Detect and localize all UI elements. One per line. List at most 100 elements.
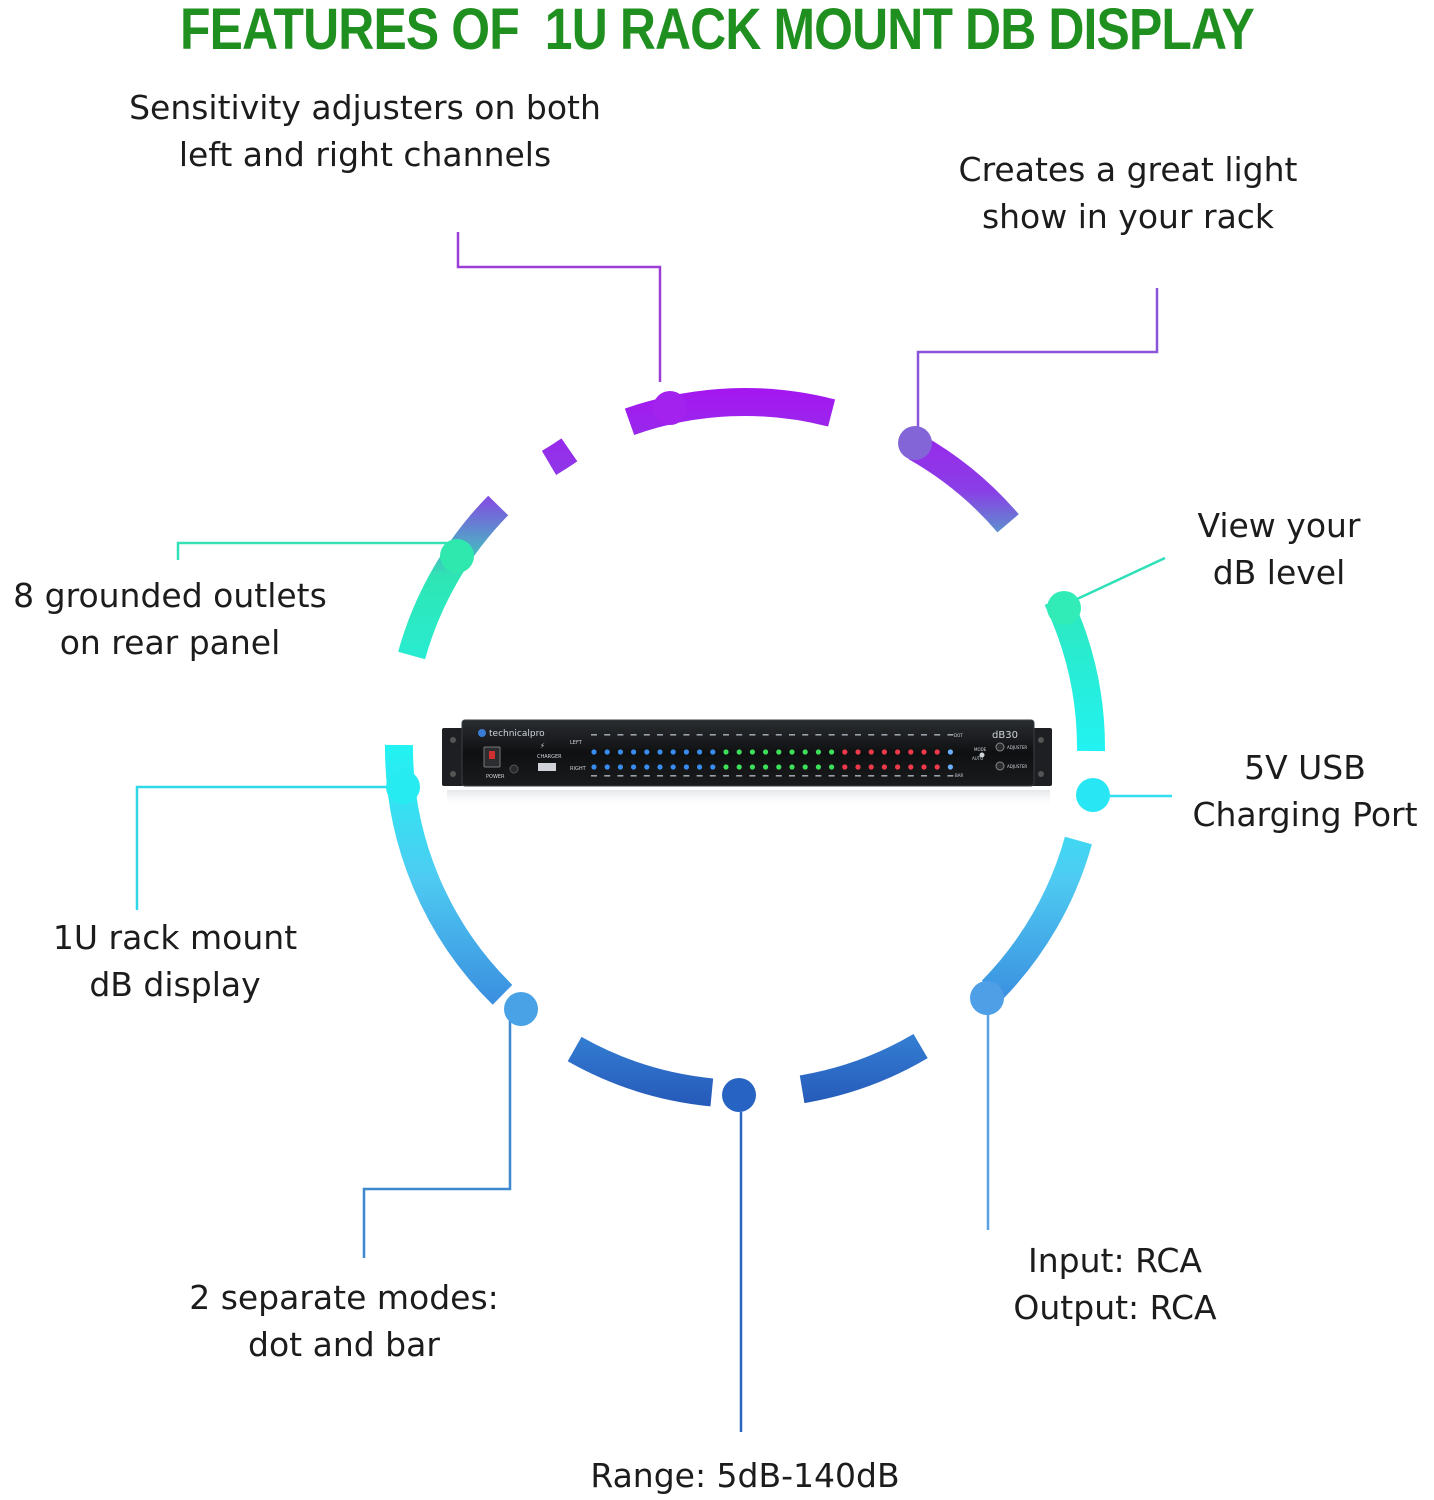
led-scale-tick: [868, 775, 875, 777]
led-dot: [908, 764, 914, 770]
led-dot: [829, 749, 835, 755]
led-scale-tick: [815, 734, 822, 736]
dot-io: [970, 981, 1004, 1015]
led-scale-tick: [762, 775, 769, 777]
ring-segment: [908, 434, 1019, 533]
led-dot: [868, 764, 874, 770]
led-dot: [710, 749, 716, 755]
led-meter: [591, 734, 954, 777]
led-dot: [895, 749, 901, 755]
led-scale-tick: [894, 775, 901, 777]
mode-label: MODE: [974, 747, 987, 752]
led-dot: [829, 764, 835, 770]
led-scale-tick: [828, 734, 835, 736]
feature-line: dB display: [89, 965, 261, 1004]
led-dot: [736, 749, 742, 755]
led-scale-tick: [947, 775, 954, 777]
led-scale-tick: [894, 734, 901, 736]
led-scale-tick: [736, 734, 743, 736]
led-scale-tick: [921, 775, 927, 777]
left-channel-label: LEFT: [570, 740, 583, 746]
led-scale-tick: [855, 734, 861, 736]
right-adjuster-label: ADJUSTER: [1007, 764, 1027, 769]
feature-line: Input: RCA: [1028, 1241, 1202, 1280]
feature-range: Range: 5dB-140dB: [560, 1452, 930, 1499]
led-scale-tick: [749, 775, 756, 777]
led-scale-tick: [841, 734, 848, 736]
led-dot: [895, 764, 901, 770]
led-dot: [697, 749, 703, 755]
auto-label: AUTO: [972, 756, 983, 761]
led-scale-tick: [604, 775, 611, 777]
ring-segment: [799, 1033, 928, 1104]
led-dot: [604, 764, 610, 770]
led-scale-tick: [617, 734, 624, 736]
led-dot: [763, 749, 769, 755]
led-dot: [947, 764, 954, 770]
led-scale-tick: [934, 775, 941, 777]
led-dot: [921, 764, 927, 770]
feature-io: Input: RCA Output: RCA: [990, 1237, 1240, 1331]
led-scale-tick: [921, 734, 927, 736]
feature-db-level: View your dB level: [1176, 502, 1382, 596]
led-dot: [631, 749, 637, 755]
led-dot: [776, 749, 782, 755]
feature-line: View your: [1197, 506, 1361, 545]
left-adjuster-knob[interactable]: [995, 742, 1005, 752]
callout-line-rack-mount: [135, 785, 392, 910]
dot-modes: [504, 992, 538, 1026]
device-model: dB30: [992, 730, 1018, 741]
page-title: FEATURES OF 1U RACK MOUNT DB DISPLAY: [180, 0, 1255, 62]
led-scale-tick: [934, 734, 941, 736]
left-adjuster-label: ADJUSTER: [1007, 745, 1027, 750]
led-dot: [631, 764, 637, 770]
led-dot: [789, 764, 795, 770]
led-dot: [789, 749, 795, 755]
feature-line: dot and bar: [248, 1325, 440, 1364]
led-dot: [934, 749, 940, 755]
ring-segment: [398, 495, 509, 660]
right-adjuster-knob[interactable]: [995, 761, 1005, 771]
led-dot: [855, 749, 861, 755]
feature-line: show in your rack: [981, 197, 1275, 236]
feature-line: on rear panel: [59, 623, 281, 662]
feature-line: left and right channels: [178, 135, 552, 174]
led-scale-tick: [670, 775, 677, 777]
feature-line: Charging Port: [1192, 795, 1418, 834]
led-scale-tick: [630, 775, 637, 777]
led-scale-tick: [709, 734, 716, 736]
led-dot: [683, 749, 690, 755]
led-dot: [591, 764, 597, 770]
callout-line-outlets: [176, 541, 448, 560]
led-scale-tick: [907, 775, 914, 777]
callout-line-db-level: [1074, 556, 1166, 602]
led-dot: [802, 764, 808, 770]
led-dot: [881, 764, 888, 770]
ring-segment: [624, 387, 836, 436]
led-scale-tick: [749, 734, 756, 736]
feature-outlets: 8 grounded outlets on rear panel: [0, 572, 340, 666]
led-dot: [776, 764, 782, 770]
led-dot: [657, 764, 663, 770]
usb-port[interactable]: [538, 763, 556, 771]
led-dot: [802, 749, 808, 755]
led-scale-tick: [868, 734, 875, 736]
rack-unit-image: technicalpro POWER ⚡ CHARGER LEFT RIGHT …: [442, 719, 1052, 808]
led-scale-tick: [736, 775, 743, 777]
power-label: POWER: [486, 774, 505, 780]
feature-line: 5V USB: [1244, 748, 1366, 787]
led-scale-tick: [881, 734, 888, 736]
feature-rack-mount: 1U rack mount dB display: [30, 914, 320, 1008]
callout-line-light-show: [916, 288, 1159, 430]
led-dot: [842, 749, 848, 755]
charger-label: CHARGER: [537, 754, 562, 760]
led-dot: [749, 749, 756, 755]
led-scale-tick: [802, 734, 809, 736]
dot-usb: [1076, 778, 1110, 812]
mode-button[interactable]: [979, 752, 985, 758]
led-scale-tick: [775, 734, 782, 736]
callout-dots: [386, 391, 1110, 1112]
led-scale-tick: [907, 734, 914, 736]
bar-label: BAR: [955, 773, 963, 778]
